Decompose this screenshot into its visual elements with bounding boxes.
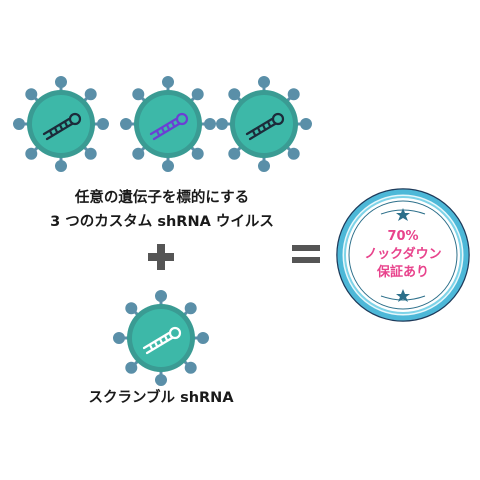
badge-text: 70% ノックダウン 保証あり (333, 228, 473, 282)
knockdown-guarantee-badge: 70% ノックダウン 保証あり (333, 185, 473, 325)
caption-line-2: 3 つのカスタム shRNA ウイルス (50, 214, 274, 230)
caption-line-1: 任意の遺伝子を標的にする (74, 190, 250, 206)
shrna-hairpin-icon (149, 112, 189, 141)
scrambled-caption: スクランブル shRNA (88, 390, 234, 406)
shrna-hairpin-icon (42, 112, 82, 141)
targeting-viruses-caption: 任意の遺伝子を標的にする 3 つのカスタム shRNA ウイルス (20, 186, 304, 234)
badge-percent: 70% (387, 229, 419, 244)
targeting-virus-2 (120, 76, 216, 172)
badge-knockdown: ノックダウン (364, 247, 442, 262)
star-icon (396, 208, 410, 302)
targeting-virus-3 (216, 76, 312, 172)
shrna-hairpin-icon (245, 112, 285, 141)
targeting-virus-1 (13, 76, 109, 172)
shrna-hairpin-icon (142, 326, 182, 355)
badge-guarantee: 保証あり (376, 265, 429, 280)
equals-icon (290, 242, 322, 266)
scrambled-virus (113, 290, 209, 386)
plus-icon (146, 242, 176, 272)
